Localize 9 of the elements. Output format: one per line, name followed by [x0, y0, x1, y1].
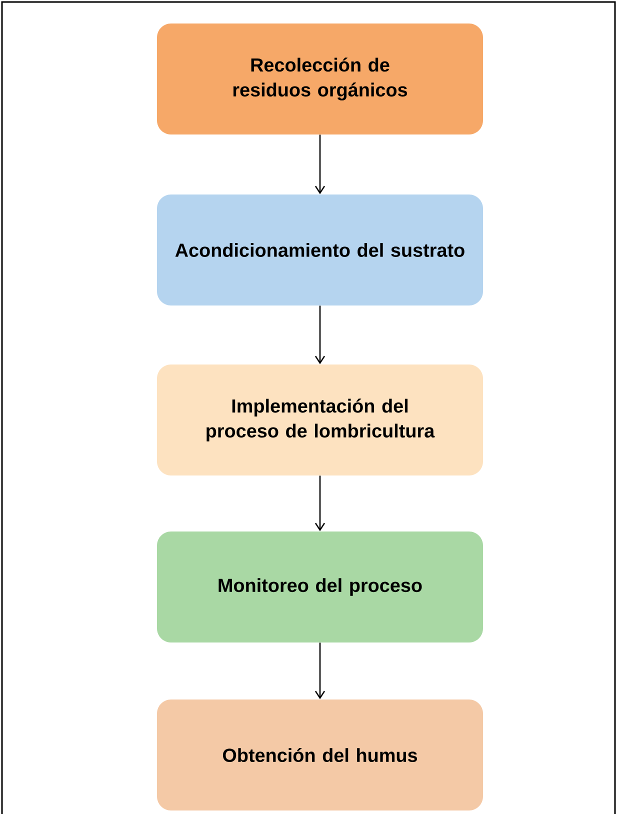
arrow [314, 476, 326, 532]
arrow [314, 306, 326, 364]
arrow [314, 642, 326, 700]
process-box: Acondicionamiento del sustrato [157, 194, 483, 306]
process-box: Implementación del proceso de lombricultura [157, 364, 483, 476]
arrow [314, 134, 326, 194]
process-box: Obtención del humus [157, 700, 483, 810]
process-box: Recolección de residuos orgánicos [157, 24, 483, 134]
process-box: Monitoreo del proceso [157, 532, 483, 642]
